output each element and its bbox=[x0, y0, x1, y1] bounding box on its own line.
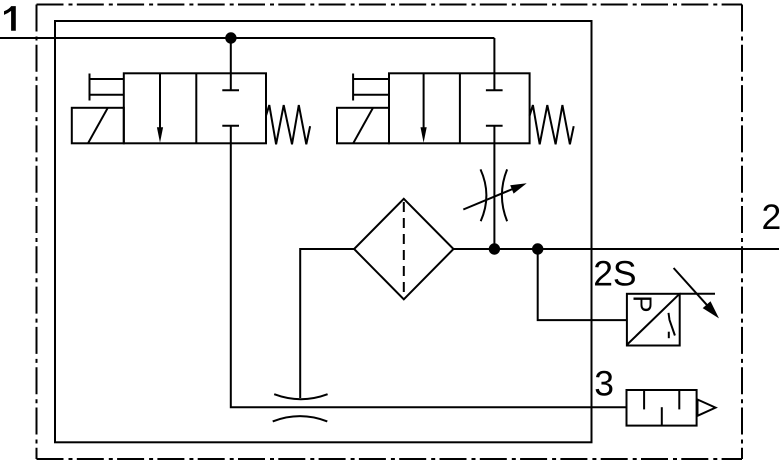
svg-text:P: P bbox=[627, 295, 655, 312]
svg-text:2S: 2S bbox=[593, 253, 636, 293]
svg-text:3: 3 bbox=[594, 364, 614, 404]
svg-text:2: 2 bbox=[762, 197, 782, 237]
